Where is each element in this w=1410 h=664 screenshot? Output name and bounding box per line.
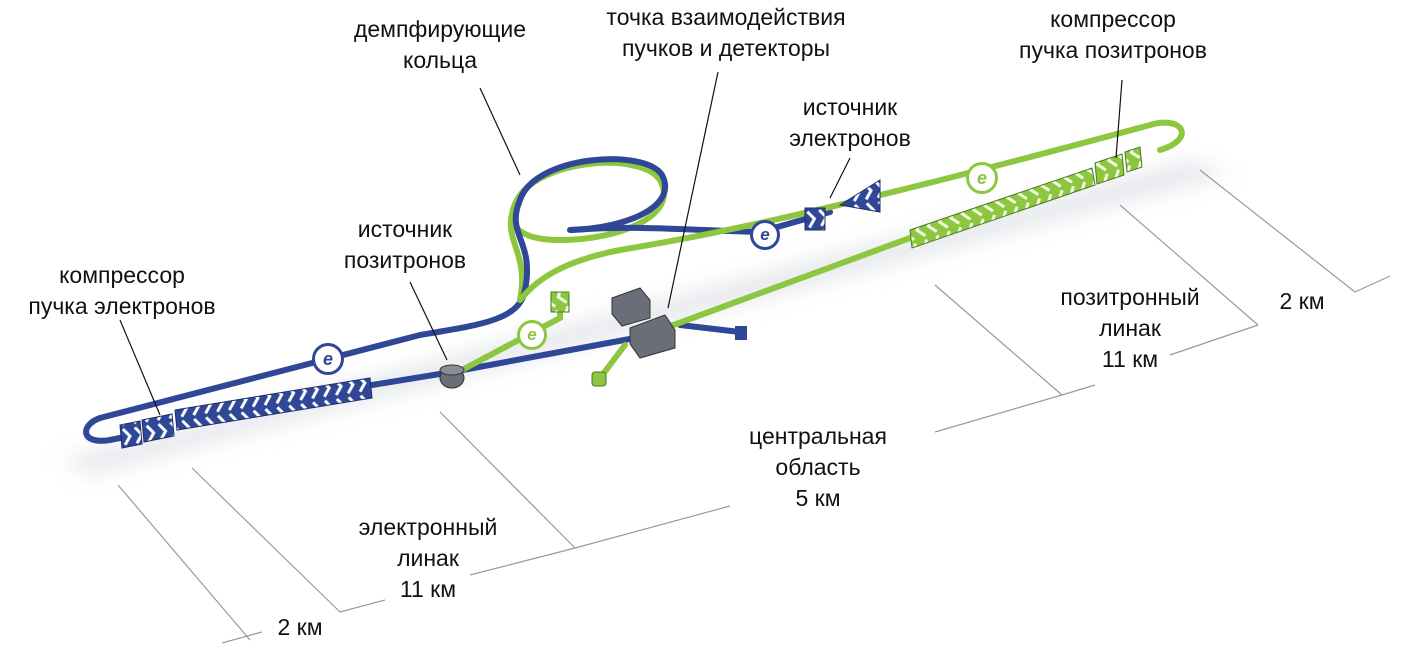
label-right-2km: 2 км <box>1279 288 1325 314</box>
label-positron-linac: позитронный линак 11 км <box>1060 282 1199 375</box>
label-line: пучка электронов <box>28 293 216 319</box>
positron-target <box>439 364 465 389</box>
label-line: пучка позитронов <box>1019 37 1207 63</box>
positron-badge: e <box>966 162 998 194</box>
label-line: точка взаимодействия <box>606 4 846 30</box>
label-electron-linac: электронный линак 11 км <box>359 512 498 605</box>
label-line: центральная <box>749 423 887 449</box>
label-line: 11 км <box>1101 346 1159 372</box>
label-line: электронный <box>358 514 498 540</box>
label-line: пучков и детекторы <box>621 35 831 61</box>
label-line: компрессор <box>1050 6 1176 32</box>
label-line: позитронов <box>343 247 467 273</box>
label-line: 11 км <box>399 576 457 602</box>
label-line: демпфирующие <box>353 16 527 42</box>
label-electron-compressor: компрессор пучка электронов <box>28 260 215 322</box>
electron-badge: e <box>312 343 344 375</box>
label-damping-rings: демпфирующие кольца <box>354 14 526 76</box>
label-line: линак <box>1099 315 1161 341</box>
positron-source-block <box>550 291 570 313</box>
label-line: позитронный <box>1060 284 1200 310</box>
positron-dump <box>591 371 607 387</box>
label-line: область <box>775 454 861 480</box>
damping-rings <box>507 156 669 301</box>
positron-badge-2: e <box>517 320 547 350</box>
label-line: компрессор <box>59 262 185 288</box>
pointer-arrows <box>119 71 1123 416</box>
electron-dump <box>735 326 747 340</box>
label-positron-compressor: компрессор пучка позитронов <box>1019 4 1207 66</box>
detectors <box>611 287 676 359</box>
label-line: источник <box>802 94 898 120</box>
label-line: источник <box>357 216 453 242</box>
electron-badge-2: e <box>750 220 780 250</box>
electron-source <box>804 179 881 231</box>
label-positron-source: источник позитронов <box>344 214 466 276</box>
dimension-lines <box>117 169 1391 644</box>
label-left-2km: 2 км <box>277 614 323 640</box>
label-electron-source: источник электронов <box>789 92 911 154</box>
label-line: кольца <box>403 47 477 73</box>
positron-linac <box>909 146 1143 249</box>
label-central-region: центральная область 5 км <box>749 421 887 514</box>
label-line: линак <box>397 545 459 571</box>
label-interaction-point: точка взаимодействия пучков и детекторы <box>606 2 845 64</box>
label-line: электронов <box>789 125 911 151</box>
label-line: 5 км <box>795 485 841 511</box>
electron-linac <box>119 377 373 449</box>
